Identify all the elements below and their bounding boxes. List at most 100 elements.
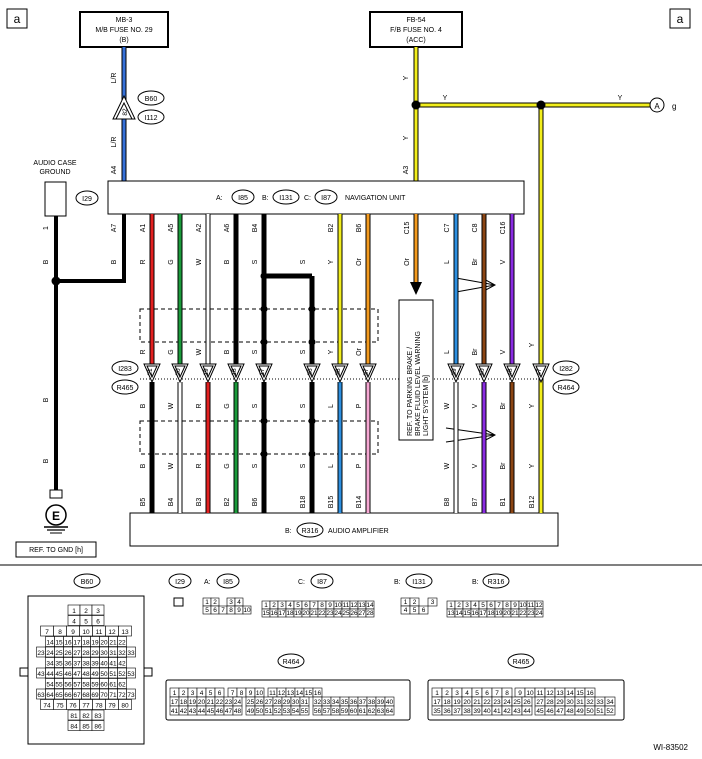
wire-color-low-4: S [252, 403, 259, 408]
pin-number: 64 [46, 692, 54, 699]
splice-dot-4 [308, 338, 316, 346]
pin-number: 26 [256, 699, 264, 706]
amp-conn-badge [296, 522, 324, 538]
nav-pin-c15: C15 [404, 221, 411, 234]
pin-number: 17 [278, 610, 286, 617]
pin-number: 5 [205, 607, 209, 614]
pin-number: 73 [127, 692, 135, 699]
wire-color-low-1: W [168, 402, 175, 409]
pin-number: 56 [314, 708, 322, 715]
wire-color-low-3: G [224, 403, 231, 408]
pin-number: 44 [46, 671, 54, 678]
pin-number: 25 [342, 610, 350, 617]
pin-number: 10 [82, 629, 90, 636]
junction-pin-10: 50 [479, 368, 486, 376]
wire-color-mid-1: G [168, 349, 175, 354]
pin-number: 35 [341, 699, 349, 706]
splice-dot-0 [260, 272, 268, 280]
pin-number: 12 [108, 629, 116, 636]
pin-number: 11 [528, 602, 535, 609]
nav-conn-c: I87 [321, 195, 331, 202]
pin-number: 46 [64, 671, 72, 678]
face-b60-latch-left [19, 667, 29, 677]
pin-number: 27 [73, 650, 81, 657]
pin-number: 16 [586, 690, 594, 697]
connector-symbol-b60-inner [115, 101, 133, 120]
wire-label-y-3: Y [443, 95, 448, 102]
pin-cell [117, 657, 127, 668]
wire-layer [149, 214, 544, 513]
pin-number: 29 [556, 699, 564, 706]
audio-ground-pin: 1 [43, 226, 50, 230]
wire-color-bottom-7: P [356, 463, 363, 468]
pin-number: 9 [71, 629, 75, 636]
wire-color-top-5: S [300, 259, 307, 264]
pin-number: 38 [368, 699, 376, 706]
pin-number: 19 [495, 610, 503, 617]
wire-color-top-3: B [224, 259, 231, 264]
pin-number: 82 [82, 713, 90, 720]
pin-number: 23 [225, 699, 233, 706]
pin-number: 7 [497, 602, 501, 609]
ground-symbol-label: E [52, 509, 60, 523]
pin-number: 55 [301, 708, 309, 715]
junction-pin-1: 20 [175, 368, 182, 376]
pin-number: 2 [84, 608, 88, 615]
pin-number: 13 [358, 602, 366, 609]
pin-number: 24 [535, 610, 543, 617]
pin-number: 12 [350, 602, 358, 609]
pin-number: 1 [435, 690, 439, 697]
junction-left-bottom-badge [111, 379, 139, 395]
pin-number: 2 [413, 599, 417, 606]
wire-color-bottom-11: Br [500, 462, 507, 470]
pin-number: 12 [535, 602, 543, 609]
pin-cell [117, 678, 127, 689]
pin-number: 37 [73, 661, 81, 668]
ref-parking-box [398, 299, 434, 441]
pin-number: 20 [503, 610, 511, 617]
ref-gnd-label: REF. TO GND [h] [29, 547, 83, 554]
wire-color-bottom-6: L [328, 464, 335, 468]
pin-number: 48 [234, 708, 242, 715]
pin-number: 15 [463, 610, 471, 617]
wire-color-low-11: Br [500, 402, 507, 410]
corner-label-right: a [677, 12, 684, 26]
pin-number: 49 [247, 708, 255, 715]
wire-color-top-4: S [252, 259, 259, 264]
pin-number: 5 [296, 602, 300, 609]
pin-cell [604, 705, 616, 716]
face-i87-label: I87 [317, 579, 327, 586]
pin-number: 16 [314, 690, 322, 697]
pin-number: 53 [283, 708, 291, 715]
nav-pin-7: B6 [356, 224, 363, 233]
ref-parking-line3: LIGHT SYSTEM [b] [423, 375, 430, 436]
pin-number: 33 [596, 699, 604, 706]
pin-number: 1 [72, 608, 76, 615]
pin-cell [118, 625, 132, 637]
junction-dot-ground [51, 276, 61, 286]
pin-number: 46 [546, 708, 554, 715]
splice-dot-1 [260, 305, 268, 313]
pin-number: 21 [310, 610, 318, 617]
pin-number: 76 [69, 703, 77, 710]
pin-number: 5 [413, 607, 417, 614]
pin-number: 21 [109, 640, 117, 647]
junction-triangle-inner-2 [202, 365, 214, 379]
audio-amplifier-box [129, 512, 559, 547]
wire-color-top-6: Y [328, 259, 335, 264]
pin-number: 3 [455, 690, 459, 697]
pin-number: 19 [91, 640, 99, 647]
pin-number: 15 [576, 690, 584, 697]
pin-cell [534, 608, 544, 618]
wire-color-mid-10: Br [472, 348, 479, 356]
pin-number: 30 [292, 699, 300, 706]
pin-number: 2 [213, 599, 217, 606]
wire-color-bottom-1: W [168, 462, 175, 469]
nav-conn-c-badge [314, 189, 338, 205]
pin-number: 49 [576, 708, 584, 715]
pin-number: 2 [457, 602, 461, 609]
pin-number: 72 [118, 692, 126, 699]
pin-number: 14 [366, 602, 374, 609]
